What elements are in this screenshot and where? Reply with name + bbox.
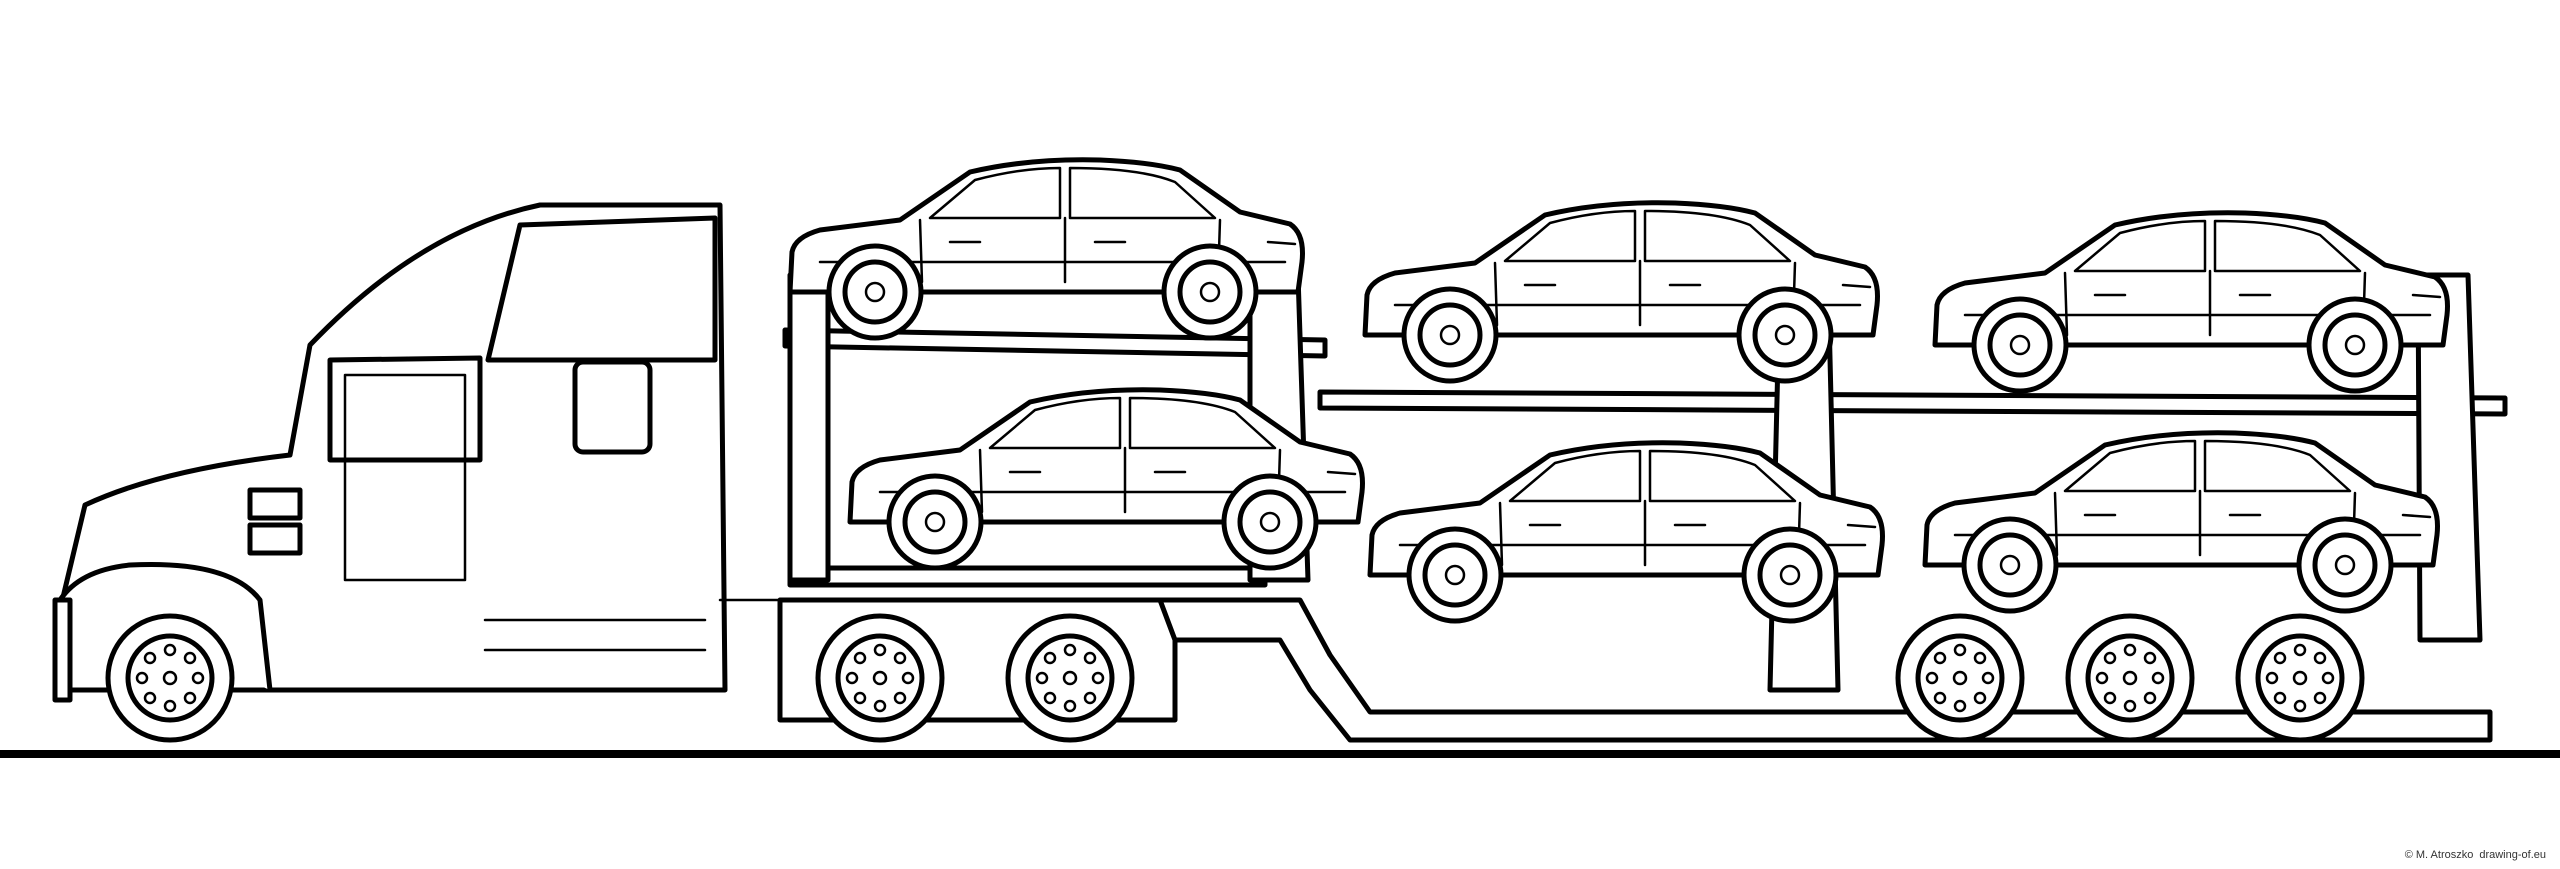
image-credit: © M. Atroszko drawing-of.eu xyxy=(2405,849,2546,861)
truck-cab xyxy=(52,202,802,703)
wheel-trailer-1 xyxy=(1898,616,2022,740)
wheel-trailer-2 xyxy=(2068,616,2192,740)
car-top-right xyxy=(1935,213,2448,391)
wheel-drive-1 xyxy=(818,616,942,740)
wheel-trailer-3 xyxy=(2238,616,2362,740)
car-top-middle xyxy=(1365,203,1878,381)
wheel-drive-2 xyxy=(1008,616,1132,740)
wheel-front xyxy=(108,616,232,740)
credit-site: drawing-of.eu xyxy=(2479,849,2546,861)
car-bottom-right xyxy=(1925,433,2438,611)
car-top-left xyxy=(790,160,1303,338)
ground-line xyxy=(0,750,2560,758)
credit-author: © M. Atroszko xyxy=(2404,849,2474,861)
